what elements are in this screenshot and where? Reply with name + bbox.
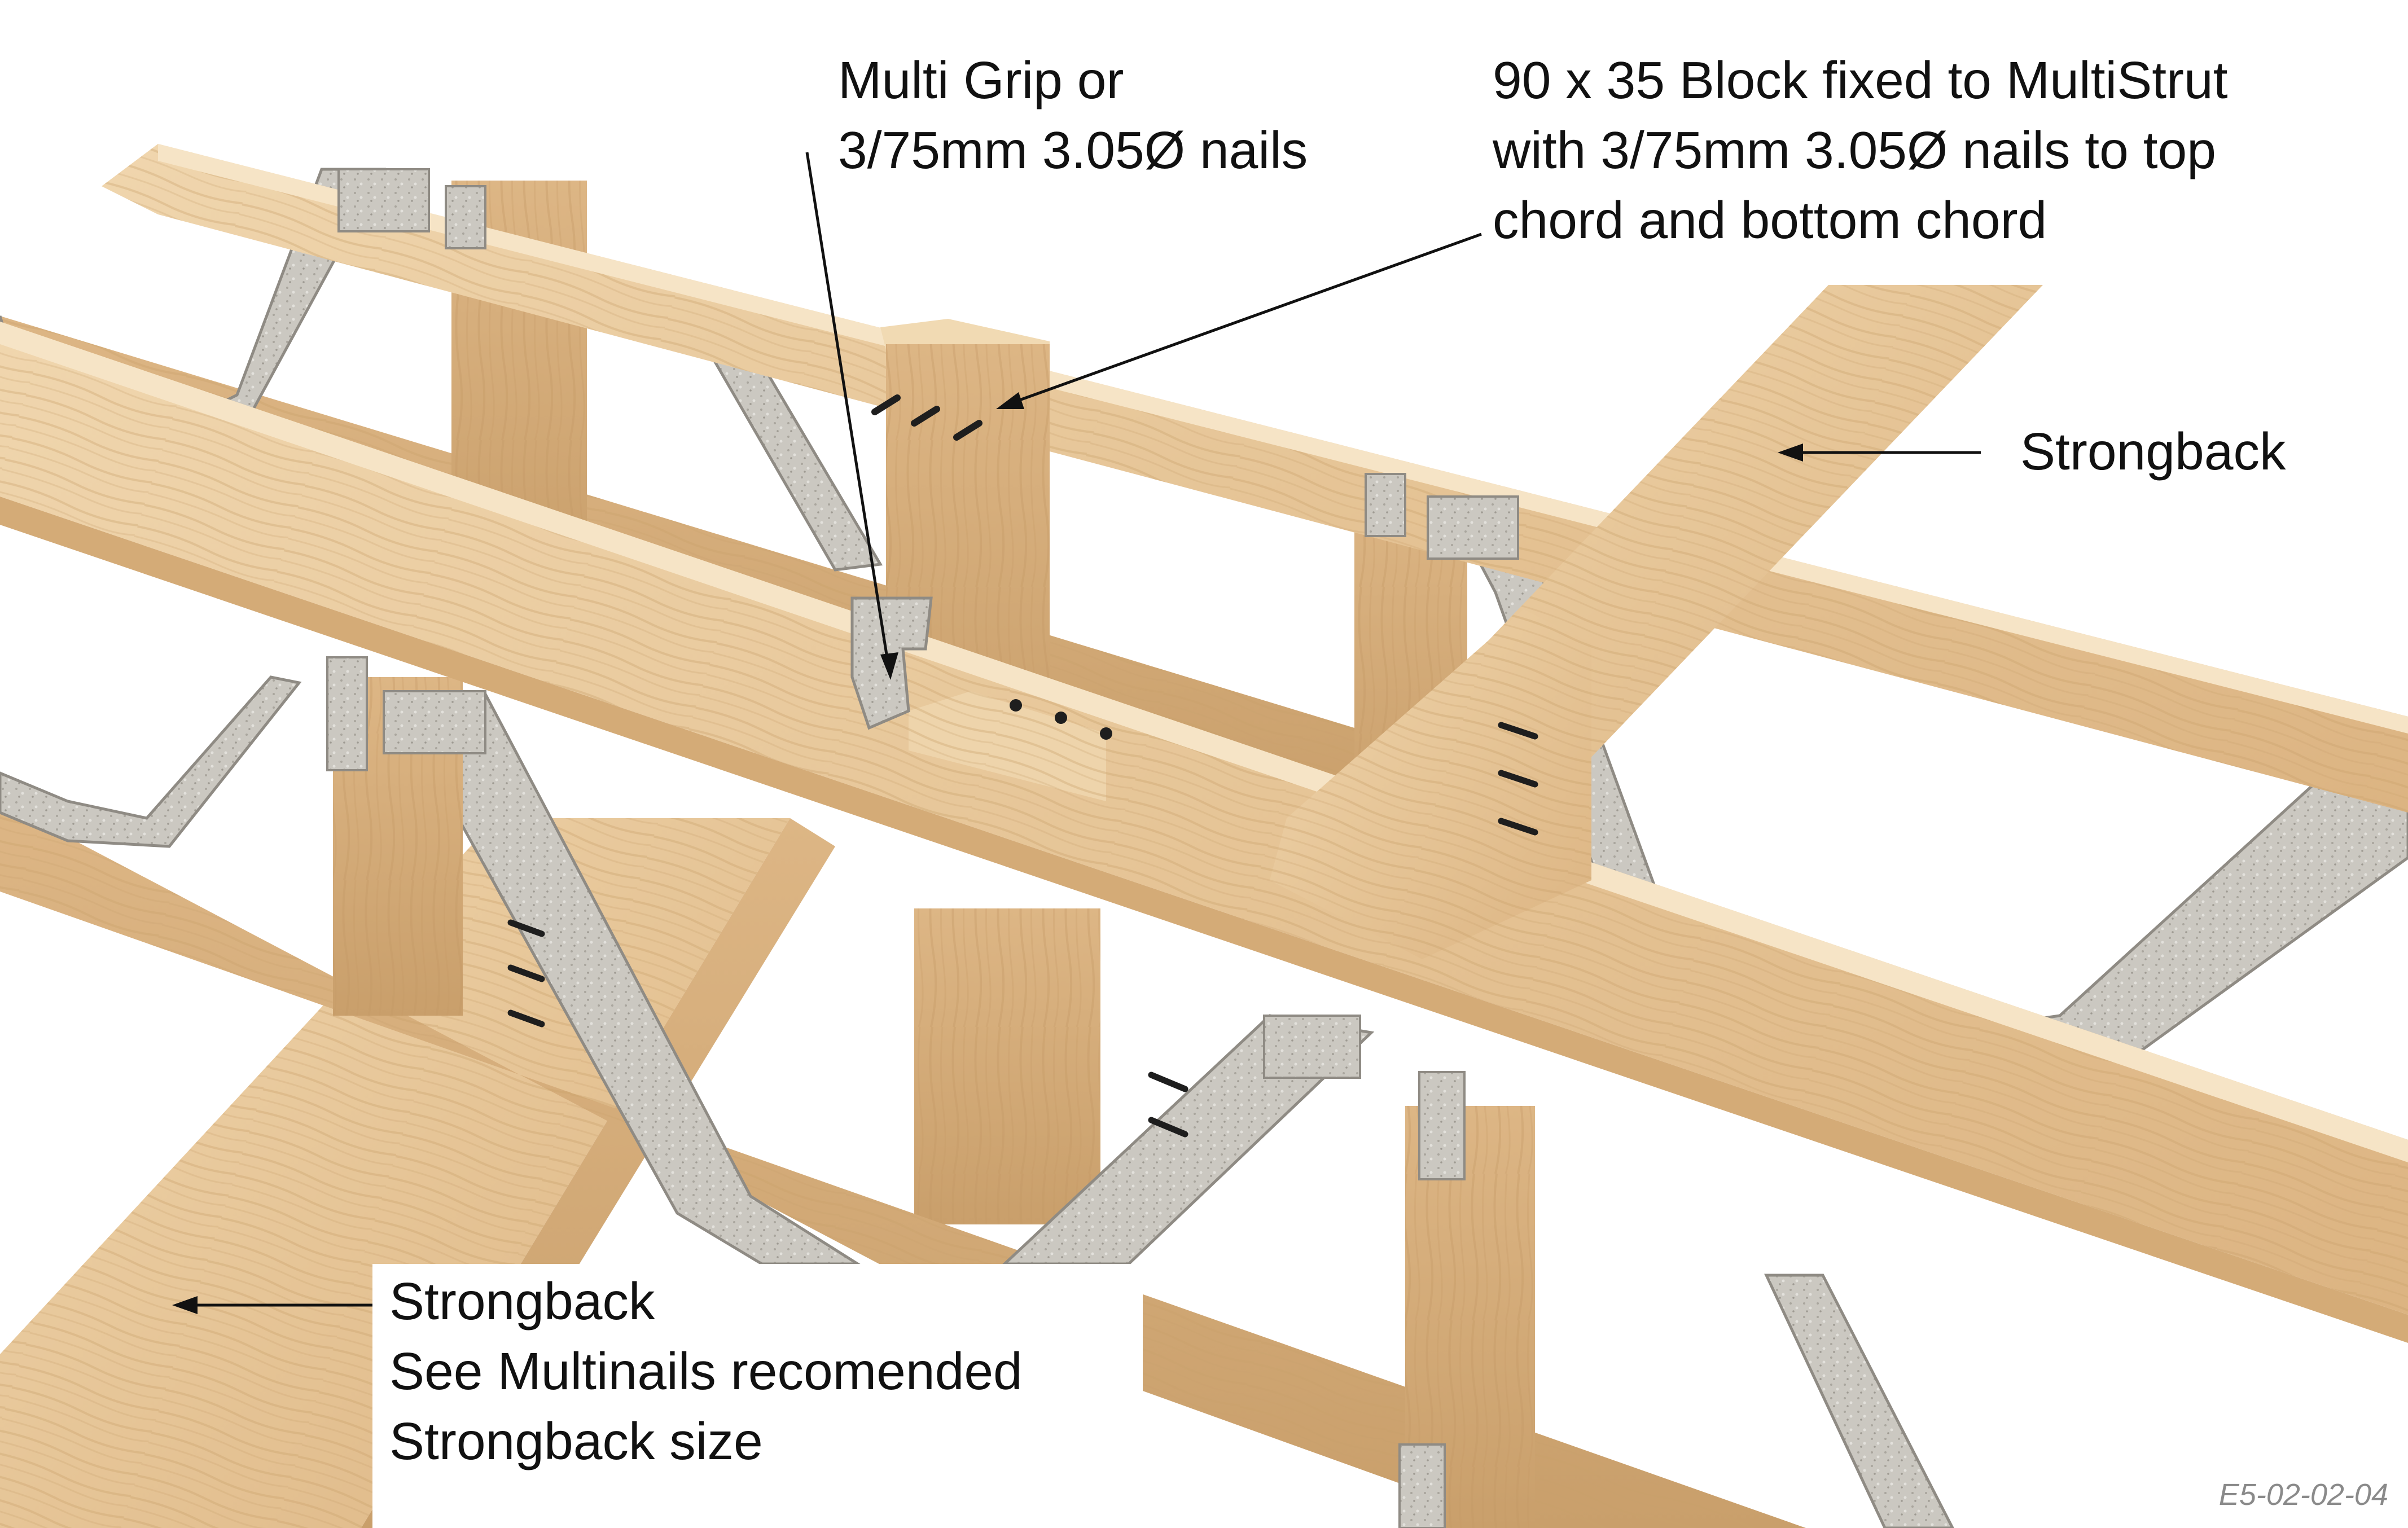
- callout-line: See Multinails recomended: [389, 1342, 1023, 1400]
- strongback-nail: [1148, 1117, 1188, 1138]
- leader-lines: [172, 152, 1981, 1314]
- callout-line: Strongback: [389, 1272, 655, 1331]
- strongback-nail: [507, 964, 545, 982]
- callout-line: 3/75mm 3.05Ø nails: [838, 121, 1308, 179]
- arrowhead-block: [996, 392, 1024, 409]
- nail-plate: [1418, 1071, 1466, 1180]
- lower-joist: [0, 322, 2408, 1528]
- chord-nail: [1100, 727, 1112, 740]
- block-connection: [850, 596, 1112, 801]
- nail-plate: [337, 168, 430, 232]
- strongback-nail: [1498, 770, 1538, 788]
- nail-plate: [1263, 1015, 1361, 1079]
- callout-line: 90 x 35 Block fixed to MultiStrut: [1493, 51, 2228, 109]
- block-nail: [871, 394, 901, 415]
- arrowhead-multigrip: [880, 652, 898, 680]
- callout-line: with 3/75mm 3.05Ø nails to top: [1493, 121, 2216, 179]
- chord-nail: [1010, 699, 1022, 712]
- leader-line-multigrip: [805, 152, 891, 669]
- block-nail: [911, 406, 940, 427]
- arrowhead-strongback-right: [1778, 444, 1803, 462]
- strongback-nail: [1498, 722, 1538, 740]
- strongback-nail: [1148, 1072, 1188, 1092]
- block-nail: [953, 420, 983, 441]
- callout-strongback-right: Strongback: [2020, 416, 2286, 486]
- arrowhead-strongback-bottom: [172, 1296, 198, 1314]
- callout-line: chord and bottom chord: [1493, 191, 2047, 249]
- nail-plate: [383, 690, 486, 754]
- strongback-nail: [1498, 818, 1538, 836]
- strongback-nail: [507, 1009, 545, 1028]
- nail-plate: [445, 185, 486, 249]
- strongback-nail: [507, 919, 545, 937]
- callout-strongback-bottom: Strongback See Multinails recomended Str…: [389, 1266, 1023, 1476]
- nail-plate: [1398, 1443, 1446, 1528]
- strongback-centre-crossing: [507, 609, 1591, 1138]
- label-panel-bottom: [372, 1264, 1143, 1528]
- callout-multigrip: Multi Grip or 3/75mm 3.05Ø nails: [838, 45, 1308, 185]
- nail-plate: [1365, 473, 1406, 537]
- lower-joist-steel-web: [1764, 1274, 1954, 1528]
- leader-line-block: [1010, 232, 1482, 405]
- lower-joist-steel-web: [0, 675, 302, 848]
- nail-plate: [1427, 495, 1519, 560]
- callout-line: Strongback size: [389, 1412, 763, 1470]
- callout-line: Multi Grip or: [838, 51, 1124, 109]
- drawing-reference: E5-02-02-04: [2218, 1478, 2388, 1512]
- chord-nail: [1055, 712, 1067, 724]
- nail-plate: [326, 656, 368, 771]
- callout-block: 90 x 35 Block fixed to MultiStrut with 3…: [1493, 45, 2228, 255]
- callout-line: Strongback: [2020, 422, 2286, 481]
